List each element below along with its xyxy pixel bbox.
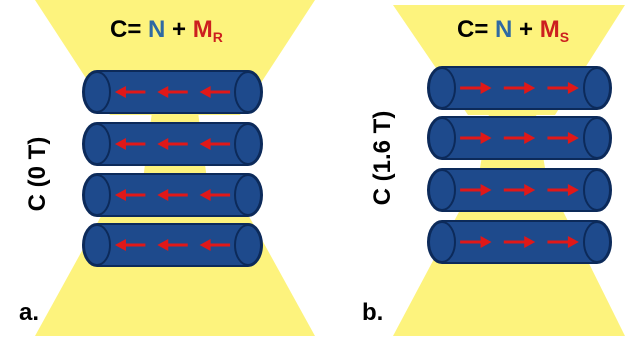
magnetization-arrow [157, 86, 188, 98]
equation-c: C= [457, 16, 489, 43]
magnetization-arrow [114, 86, 146, 98]
cylinder-right-cap [234, 123, 262, 165]
magnetization-arrow [157, 239, 188, 251]
arrow-head [567, 132, 579, 144]
magnetic-cylinder [427, 220, 612, 264]
cylinder-right-cap [234, 71, 262, 113]
arrow-head [199, 86, 211, 98]
magnetic-cylinder [427, 168, 612, 212]
equation-n: N [148, 16, 166, 43]
cylinder-right-cap [234, 224, 262, 266]
cylinder-left-cap [428, 169, 456, 211]
arrow-head [480, 236, 492, 248]
magnetization-arrow [460, 236, 492, 248]
magnetic-cylinder [427, 116, 612, 160]
magnetization-arrow [199, 138, 231, 150]
cylinder-right-cap [583, 169, 611, 211]
arrow-head [199, 138, 211, 150]
magnetization-arrow [503, 236, 536, 248]
panel-a-side-label: C (0 T) [24, 136, 51, 212]
magnetic-cylinder [82, 122, 263, 166]
panel-a-letter: a. [19, 299, 40, 326]
arrow-head [524, 184, 536, 196]
panel-b-drawing [393, 5, 625, 336]
magnetization-arrow [547, 236, 579, 248]
arrow-head [199, 189, 211, 201]
magnetic-cylinder [82, 70, 263, 114]
magnetization-arrow [114, 189, 146, 201]
magnetization-arrow [157, 189, 188, 201]
arrow-head [524, 132, 536, 144]
cylinder-left-cap [83, 71, 111, 113]
magnetization-arrow [503, 82, 536, 94]
magnetization-arrow [199, 86, 231, 98]
arrow-head [157, 189, 169, 201]
arrow-head [157, 86, 169, 98]
magnetization-arrow [503, 132, 536, 144]
panel-b-letter: b. [362, 299, 384, 326]
arrow-head [567, 236, 579, 248]
cylinder-left-cap [428, 221, 456, 263]
cylinder-left-cap [428, 67, 456, 109]
arrow-head [114, 189, 126, 201]
magnetization-arrow [199, 189, 231, 201]
equation-subscript: S [559, 29, 570, 45]
panel-a-drawing [35, 0, 315, 336]
magnetization-arrow [199, 239, 231, 251]
arrow-head [567, 82, 579, 94]
arrow-head [524, 236, 536, 248]
panel-b-equation: C= N + MS [457, 16, 570, 45]
magnetization-arrow [114, 239, 146, 251]
bottom-cone [393, 195, 625, 336]
cylinder-left-cap [83, 174, 111, 216]
arrow-head [524, 82, 536, 94]
magnetic-cylinder [82, 173, 263, 217]
arrow-head [480, 132, 492, 144]
magnetic-cylinder [82, 223, 263, 267]
magnetization-arrow [460, 82, 492, 94]
magnetization-arrow [547, 82, 579, 94]
equation-plus: + [519, 16, 534, 43]
magnetization-arrow [460, 184, 492, 196]
cylinder-right-cap [583, 67, 611, 109]
equation-subscript: R [212, 29, 223, 45]
arrow-head [114, 138, 126, 150]
cylinder-right-cap [583, 117, 611, 159]
magnetic-cylinder [427, 66, 612, 110]
magnetization-arrow [114, 138, 146, 150]
panel-a-equation: C= N + MR [110, 16, 223, 45]
equation-m: M [192, 16, 213, 43]
equation-plus: + [172, 16, 187, 43]
magnetization-arrow [503, 184, 536, 196]
equation-m: M [539, 16, 560, 43]
magnetization-arrow [157, 138, 188, 150]
arrow-head [480, 184, 492, 196]
cylinder-right-cap [234, 174, 262, 216]
magnetization-arrow [460, 132, 492, 144]
bottom-cone [35, 200, 315, 336]
cylinder-right-cap [583, 221, 611, 263]
arrow-head [567, 184, 579, 196]
arrow-head [114, 239, 126, 251]
magnetization-arrow [547, 184, 579, 196]
cylinder-left-cap [83, 123, 111, 165]
magnetization-arrow [547, 132, 579, 144]
arrow-head [114, 86, 126, 98]
arrow-head [157, 138, 169, 150]
cylinder-left-cap [83, 224, 111, 266]
equation-c: C= [110, 16, 142, 43]
equation-n: N [495, 16, 513, 43]
panel-b-side-label: C (1.6 T) [369, 110, 396, 206]
arrow-head [157, 239, 169, 251]
arrow-head [199, 239, 211, 251]
arrow-head [480, 82, 492, 94]
cylinder-left-cap [428, 117, 456, 159]
